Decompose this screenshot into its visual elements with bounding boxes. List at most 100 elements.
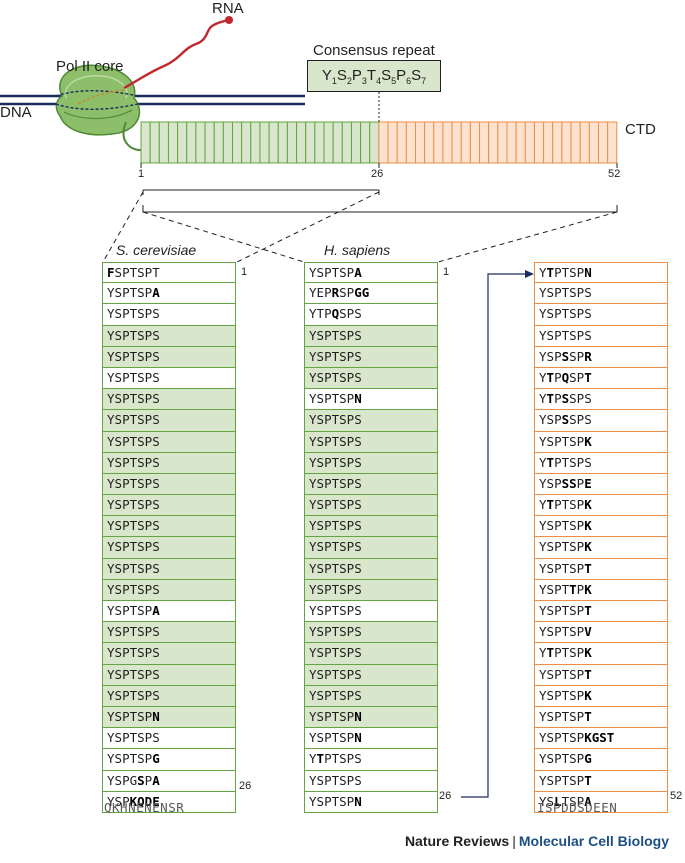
continuation-arrow-line [461,273,528,798]
repeat-row: YTPTSPS [534,452,668,474]
ctd-repeat-segment-green [305,121,316,164]
repeat-row: YSPTSPK [534,685,668,707]
repeat-row: YTPSSPS [534,389,668,411]
ctd-repeat-segment-green [259,121,270,164]
ctd-repeat-segment-orange [488,121,499,164]
ctd-repeat-segment-green [286,121,298,164]
consensus-position: 4 [376,76,382,86]
dna-inside-polymerase-2 [55,103,139,110]
proj-human-left [142,211,305,263]
ctd-repeat-segment-orange [561,121,572,164]
repeat-row: YSPTSPKGST [534,728,668,750]
repeat-row: YSPTSPS [102,325,236,347]
repeat-row: YSPTSPV [534,622,668,644]
repeat-row: YSPTSPS [102,622,236,644]
ctd-repeat-segment-green [222,121,234,164]
repeat-row: YSPTSPS [304,664,438,686]
ctd-repeat-segment-orange [543,121,554,164]
ctd-repeat-segment-green [213,121,224,164]
repeat-row: YSPTSPN [304,706,438,729]
repeat-row: YSPGSPA [102,770,236,792]
yeast-end-index: 26 [239,780,252,792]
ctd-repeat-segment-orange [588,121,599,164]
ctd-repeat-segment-green [250,121,261,164]
continuation-arrow-head [525,270,534,278]
ctd-repeat-segment-green [341,121,352,164]
repeat-row: YSPTSPS [304,685,438,707]
ctd-repeat-segment-green [140,121,151,164]
pol-ii-core-label: Pol II core [56,58,124,75]
ctd-repeat-segment-green [204,121,215,164]
ctd-repeat-segment-orange [396,121,407,164]
repeat-row: YSPTSPT [534,706,668,729]
ctd-tick-label-start: 1 [138,168,145,180]
repeat-row: YSPTSPS [534,304,668,326]
species-label-yeast: S. cerevisiae [116,242,197,258]
repeat-row: YSPTTPK [534,579,668,601]
repeat-row: YSPTSPG [534,749,668,771]
ctd-repeat-segment-orange [579,121,590,164]
ctd-label: CTD [625,121,656,138]
repeat-row: YSPTSPN [102,706,236,729]
ctd-repeat-segment-green [277,121,288,164]
ctd-tick-label-end: 52 [608,168,621,180]
consensus-sequence: Y1S2P3T4S5P6S7 [321,67,426,86]
repeat-row: YSPTSPG [102,749,236,771]
repeat-row: YSPTSPS [102,685,236,707]
repeat-row: YSPTSPK [534,537,668,559]
consensus-residue: Y [321,67,332,84]
repeat-row: YSPTSPS [304,495,438,517]
consensus-position: 3 [361,76,367,86]
repeat-row: YSPTSPS [102,516,236,538]
ctd-repeat-segment-green [158,121,169,164]
proj-human-right [437,211,618,263]
yeast-tail-sequence: QKHNENENSR [104,800,185,815]
ctd-linker [122,121,142,151]
ctd-repeat-segment-green [241,121,252,164]
repeat-row: YSPTSPT [534,601,668,623]
human-b-end-index: 52 [670,790,683,802]
ctd-repeat-segment-green [360,121,371,164]
repeat-row: YSPTSPT [534,664,668,686]
repeat-row: YSPTSPS [102,664,236,686]
consensus-title: Consensus repeat [313,42,435,59]
repeat-row: YSPTSPS [304,410,438,432]
repeat-row: YTPTSPK [534,643,668,665]
repeat-row: FSPTSPT [102,262,236,284]
consensus-position: 6 [406,76,412,86]
repeat-row: YSPTSPK [534,431,668,453]
ctd-repeat-segment-orange [552,121,563,164]
repeat-row: YSPSSPE [534,473,668,496]
species-label-human: H. sapiens [324,242,391,258]
repeat-row: YSPTSPS [304,431,438,453]
ctd-repeat-segment-green [268,121,279,164]
consensus-residue: S [381,67,392,84]
repeat-row: YSPTSPS [304,537,438,559]
consensus-residue: T [366,67,377,84]
repeat-row: YTPQSPS [304,304,438,326]
repeat-row: YSPTSPS [102,558,236,580]
repeat-row: YSPTSPS [102,579,236,601]
ctd-repeat-segment-orange [497,121,508,164]
consensus-position: 2 [346,76,352,86]
ctd-repeat-segment-orange [506,121,517,164]
repeat-row: YSPTSPT [534,558,668,580]
consensus-residue: S [411,67,422,84]
repeat-row: YSPTSPS [304,579,438,601]
repeat-row: YSPTSPS [102,346,236,368]
repeat-row: YSPTSPS [304,622,438,644]
repeat-row: YSPTSPS [102,389,236,411]
rna-label: RNA [212,0,244,17]
human-end-index: 26 [439,790,452,802]
repeat-row: YSPTSPS [304,367,438,390]
ctd-repeat-segment-green [167,121,179,164]
ctd-repeat-segment-green [314,121,325,164]
journal-separator: | [512,833,516,849]
consensus-position: 5 [391,76,397,86]
ctd-repeat-segment-green [177,121,188,164]
ctd-repeat-segment-orange [460,121,471,164]
pol-ii-core-shape [55,64,141,136]
repeat-row: YSPTSPN [304,728,438,750]
journal-section: Molecular Cell Biology [518,833,669,849]
